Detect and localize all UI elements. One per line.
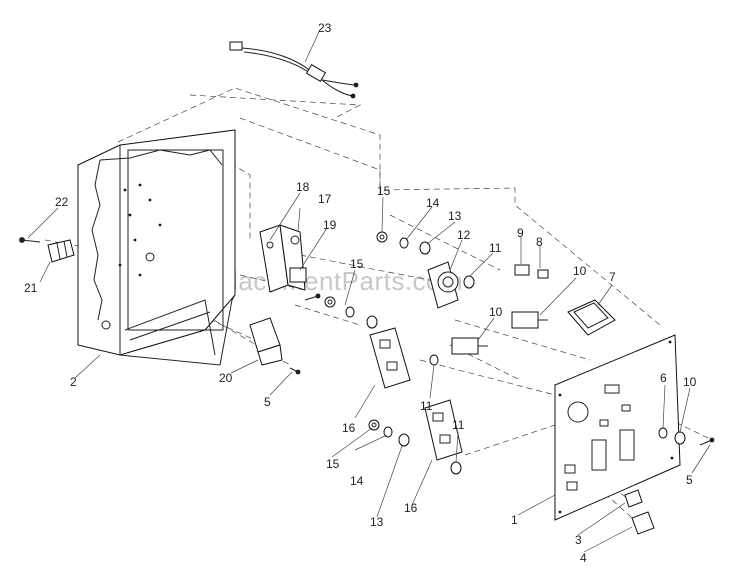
callout-21: 21 [24,281,38,295]
callout-10c: 10 [683,375,697,389]
housing-box [77,129,236,366]
duplex-receptacle-1 [369,327,439,389]
callout-14b: 14 [350,474,364,488]
callout-15c: 15 [326,457,340,471]
bracket-assembly [259,224,321,301]
screw [19,237,41,243]
callout-7: 7 [609,270,616,284]
callout-11c: 11 [452,418,465,432]
terminal-block [47,239,75,263]
callout-15a: 15 [377,184,391,198]
callout-5b: 5 [686,473,693,487]
hardware-upper [324,231,431,329]
callout-8: 8 [536,235,543,249]
callout-13a: 13 [448,209,462,223]
callout-4: 4 [580,551,587,565]
callout-18: 18 [296,180,310,194]
leader-lines [27,31,711,553]
callout-9: 9 [517,226,524,240]
callout-6: 6 [660,371,667,385]
callout-22: 22 [55,195,69,209]
callout-16b: 16 [404,501,418,515]
callout-14a: 14 [426,196,440,210]
hardware-lower [368,419,410,447]
callout-11b: 11 [420,399,433,413]
duplex-receptacle-2 [424,399,463,475]
wire-harness [229,41,359,99]
callout-2: 2 [70,375,77,389]
callout-13b: 13 [370,515,384,529]
twist-lock-receptacle [427,261,475,309]
callout-10a: 10 [573,264,587,278]
callout-15b: 15 [350,257,364,271]
callout-20: 20 [219,371,233,385]
callout-16a: 16 [342,421,356,435]
callout-17: 17 [318,192,332,206]
callout-11a: 11 [489,241,502,255]
callout-5a: 5 [264,395,271,409]
callout-1: 1 [511,513,518,527]
callout-12: 12 [457,228,471,242]
breakers [451,264,616,355]
switches [624,427,715,535]
mounting-clip [249,317,301,375]
callout-19: 19 [323,218,337,232]
callout-23: 23 [318,21,332,35]
control-panel [554,334,681,521]
callout-labels: 1 2 3 4 5 5 6 7 8 9 10 10 10 11 11 11 12… [24,21,697,565]
callout-3: 3 [575,533,582,547]
callout-10b: 10 [489,305,503,319]
